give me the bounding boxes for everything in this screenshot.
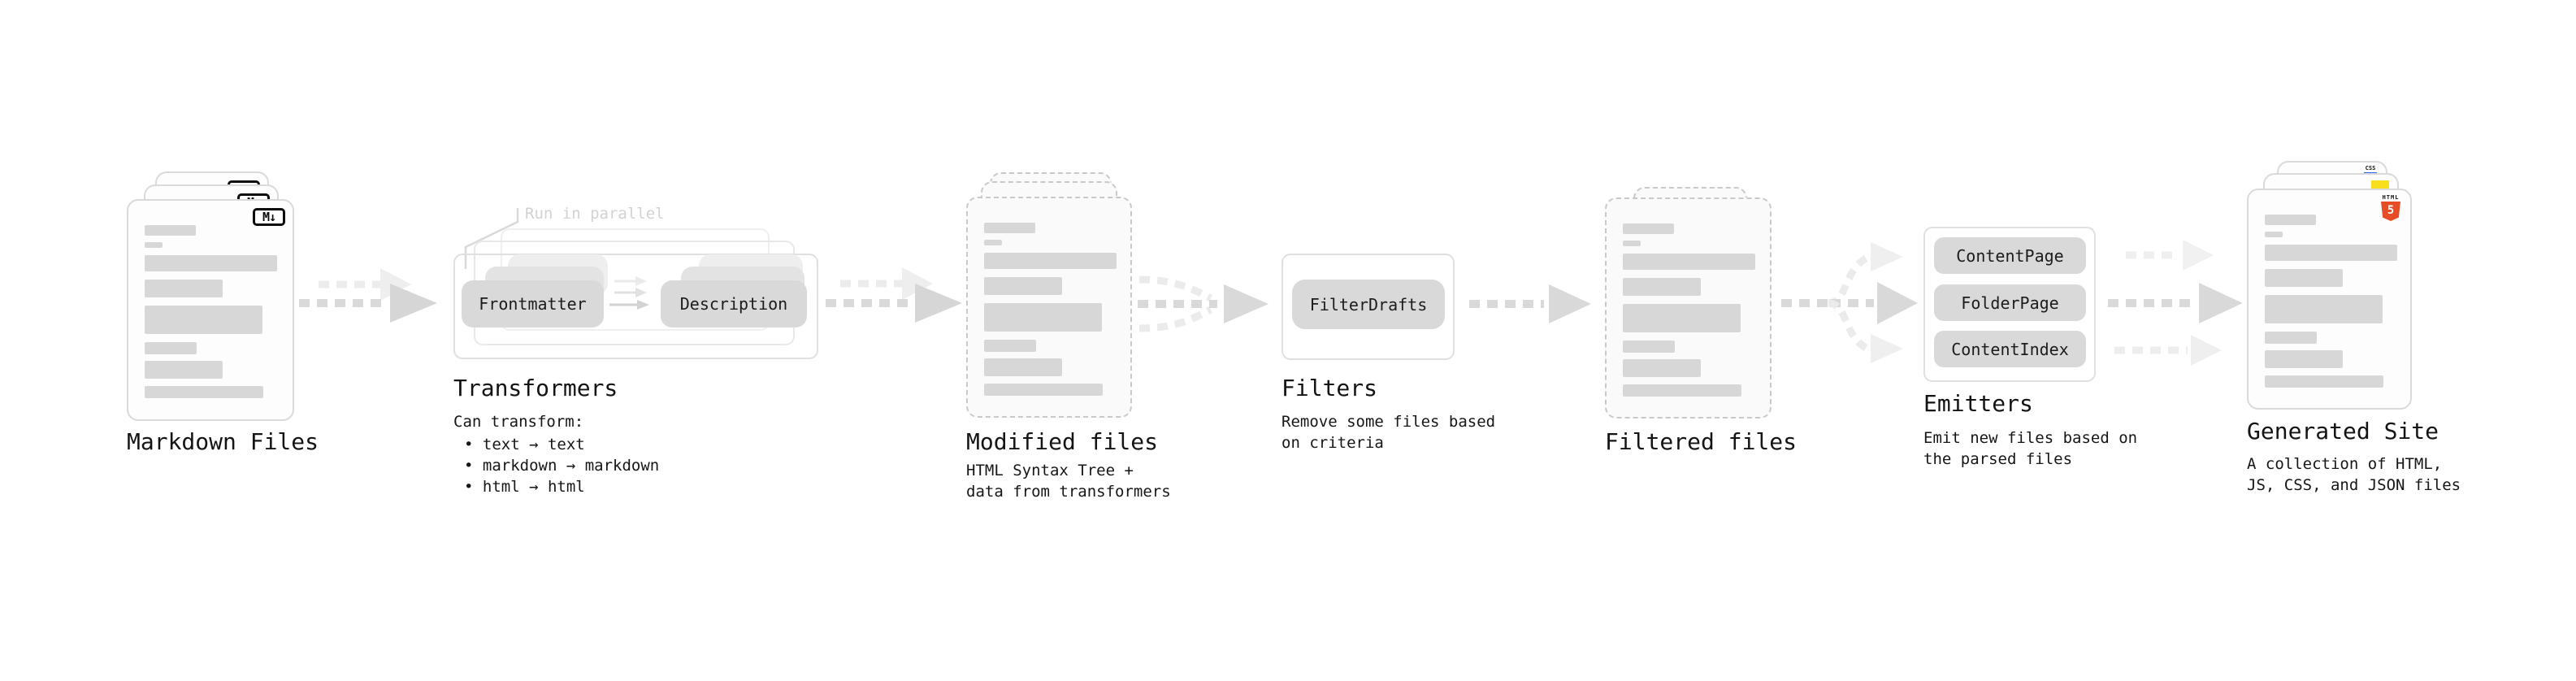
generated-site-subtitle-line2: JS, CSS, and JSON files bbox=[2247, 476, 2461, 494]
arrow-filters-to-filtered-icon bbox=[1469, 284, 1591, 323]
document-text-line bbox=[145, 306, 262, 334]
document-text-line bbox=[984, 240, 1002, 245]
html5-shield: 5 bbox=[2381, 202, 2400, 221]
arrow-emitters-to-generated-icon bbox=[2108, 240, 2243, 366]
generated-site-subtitle: A collection of HTML, JS, CSS, and JSON … bbox=[2247, 453, 2461, 496]
css-badge-label: CSS bbox=[2365, 165, 2376, 171]
transformer-box-frontmatter: Frontmatter bbox=[462, 280, 604, 327]
document-text-line bbox=[1623, 223, 1674, 234]
emitter-box-contentindex: ContentIndex bbox=[1934, 331, 2086, 367]
transformers-bullet-text: • text → text bbox=[464, 436, 585, 453]
document-text-line bbox=[2265, 215, 2316, 225]
transformers-bullet-html: • html → html bbox=[464, 478, 585, 496]
transformers-bullet-markdown: • markdown → markdown bbox=[464, 457, 660, 475]
document-text-line bbox=[145, 242, 163, 248]
emitters-subtitle-line1: Emit new files based on bbox=[1923, 429, 2138, 447]
modified-files-subtitle-line2: data from transformers bbox=[966, 483, 1171, 501]
document-text-line bbox=[145, 361, 223, 379]
filters-subtitle-line2: on criteria bbox=[1281, 434, 1384, 452]
emitters-subtitle-line2: the parsed files bbox=[1923, 450, 2073, 468]
transformer-box-description: Description bbox=[661, 280, 807, 327]
document-text-line bbox=[1623, 278, 1701, 296]
filters-subtitle-line1: Remove some files based bbox=[1281, 413, 1496, 431]
emitter-box-folderpage: FolderPage bbox=[1934, 284, 2086, 321]
html5-icon: HTML 5 bbox=[2381, 194, 2400, 221]
document-text-line bbox=[145, 280, 223, 297]
arrow-modified-to-filters-icon bbox=[1138, 275, 1268, 332]
stage-title-filters: Filters bbox=[1281, 375, 1378, 401]
run-in-parallel-annotation: Run in parallel bbox=[525, 205, 665, 223]
document-text-line bbox=[2265, 245, 2397, 261]
arrow-markdown-to-transformers-icon bbox=[299, 268, 437, 323]
document-text-line bbox=[145, 342, 197, 354]
document-text-line bbox=[984, 340, 1036, 352]
document-text-line bbox=[145, 386, 263, 398]
annotation-leader-line-icon bbox=[464, 208, 519, 269]
emitters-subtitle: Emit new files based on the parsed files bbox=[1923, 427, 2137, 470]
stage-title-transformers: Transformers bbox=[453, 375, 618, 401]
document-text-line bbox=[984, 223, 1035, 233]
document-text-line bbox=[1623, 241, 1641, 246]
arrow-filtered-to-emitters-icon bbox=[1781, 242, 1918, 363]
document-text-line bbox=[1623, 340, 1675, 353]
generated-site-subtitle-line1: A collection of HTML, bbox=[2247, 455, 2443, 473]
document-text-line bbox=[984, 358, 1062, 376]
document-text-line bbox=[2265, 375, 2383, 388]
filter-box-filterdrafts: FilterDrafts bbox=[1292, 280, 1445, 329]
parallel-transform-arrows-icon bbox=[609, 276, 649, 310]
stage-title-modified-files: Modified files bbox=[966, 428, 1159, 455]
document-text-line bbox=[2265, 269, 2343, 287]
transformer-frame bbox=[453, 254, 818, 359]
generated-file-card-html: HTML 5 bbox=[2247, 189, 2412, 410]
emitter-box-contentpage: ContentPage bbox=[1934, 237, 2086, 274]
document-text-line bbox=[2265, 295, 2383, 323]
document-text-line bbox=[1623, 384, 1741, 397]
modified-files-subtitle: HTML Syntax Tree + data from transformer… bbox=[966, 460, 1171, 502]
markdown-file-card: M↓ bbox=[127, 199, 294, 421]
arrow-transformers-to-modified-icon bbox=[826, 267, 962, 323]
document-text-line bbox=[984, 384, 1103, 396]
document-text-line bbox=[1623, 304, 1741, 332]
stage-title-emitters: Emitters bbox=[1923, 390, 2033, 417]
html5-label: HTML bbox=[2382, 194, 2400, 201]
transformers-caption: Can transform: bbox=[453, 413, 584, 431]
document-text-line bbox=[145, 255, 277, 271]
js-file-icon bbox=[2371, 180, 2389, 190]
filtered-file-card bbox=[1605, 197, 1772, 419]
document-text-line bbox=[2265, 350, 2343, 368]
document-text-line bbox=[984, 253, 1117, 269]
modified-files-subtitle-line1: HTML Syntax Tree + bbox=[966, 462, 1134, 479]
document-text-line bbox=[2265, 232, 2283, 237]
document-text-line bbox=[1623, 254, 1755, 270]
stage-title-markdown-files: Markdown Files bbox=[127, 428, 319, 455]
document-text-line bbox=[984, 277, 1062, 295]
markdown-icon: M↓ bbox=[253, 208, 285, 226]
stage-title-filtered-files: Filtered files bbox=[1605, 428, 1798, 455]
document-text-line bbox=[1623, 359, 1701, 377]
modified-file-card bbox=[966, 197, 1132, 418]
document-text-line bbox=[145, 225, 196, 236]
filters-subtitle: Remove some files based on criteria bbox=[1281, 411, 1495, 453]
stage-title-generated-site: Generated Site bbox=[2247, 418, 2439, 445]
document-text-line bbox=[984, 303, 1102, 332]
document-text-line bbox=[2265, 332, 2317, 344]
